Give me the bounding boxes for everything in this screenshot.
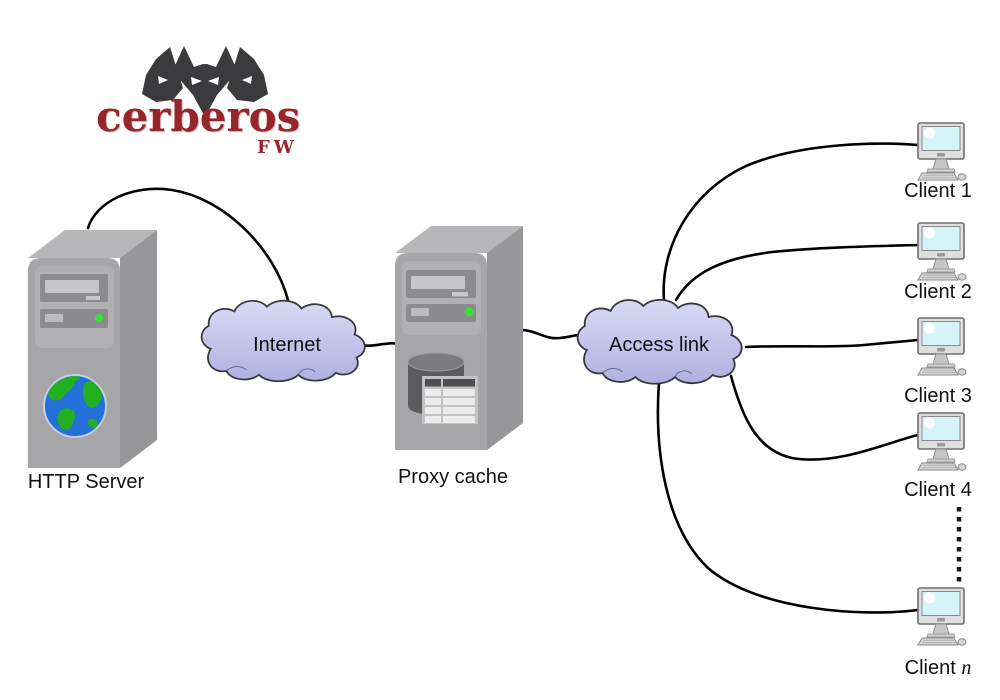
cd-drive-slot bbox=[411, 276, 465, 289]
link-accesslink-clientn bbox=[656, 380, 920, 614]
client-4-label: Client 4 bbox=[904, 479, 972, 501]
floppy-slot bbox=[411, 308, 429, 316]
access-link-cloud-icon bbox=[576, 298, 743, 385]
access-link-cloud-label: Access link bbox=[608, 334, 710, 356]
client-n-computer-icon bbox=[917, 587, 967, 647]
cache-table-icon bbox=[422, 376, 478, 424]
cd-drive-button bbox=[86, 296, 100, 300]
logo-brand-text: cerberos bbox=[96, 92, 301, 141]
client-2-label: Client 2 bbox=[904, 281, 972, 303]
cd-drive-button bbox=[452, 292, 468, 297]
globe-icon bbox=[43, 374, 107, 438]
internet-cloud-icon bbox=[200, 299, 366, 383]
internet-cloud-label: Internet bbox=[253, 334, 321, 356]
server-top-face bbox=[28, 230, 157, 258]
floppy-bay bbox=[40, 309, 108, 328]
client-2-computer-icon bbox=[917, 222, 967, 282]
client-n-label: Client n bbox=[904, 657, 972, 679]
http-server-icon bbox=[28, 230, 157, 468]
link-httpserver-internet bbox=[86, 187, 290, 302]
floppy-slot bbox=[45, 314, 63, 322]
client-1-label: Client 1 bbox=[904, 180, 972, 202]
connection-lines bbox=[86, 142, 920, 614]
proxy-cache-label: Proxy cache bbox=[397, 466, 509, 488]
link-accesslink-client1 bbox=[662, 142, 920, 302]
link-accesslink-client2 bbox=[674, 243, 920, 302]
server-top-face bbox=[395, 226, 523, 253]
server-side-face bbox=[120, 230, 157, 468]
power-led bbox=[464, 307, 474, 317]
client-3-computer-icon bbox=[917, 317, 967, 377]
http-server-label: HTTP Server bbox=[27, 471, 145, 493]
cd-drive-slot bbox=[45, 280, 99, 293]
client-1-computer-icon bbox=[917, 122, 967, 181]
proxy-cache-icon bbox=[395, 226, 523, 450]
three-headed-dog-icon bbox=[142, 46, 268, 117]
logo-subtitle-text: FW bbox=[257, 137, 298, 158]
client-3-label: Client 3 bbox=[904, 385, 972, 407]
power-led bbox=[94, 313, 104, 323]
link-accesslink-client3 bbox=[744, 338, 920, 349]
client-4-computer-icon bbox=[917, 412, 967, 472]
link-accesslink-client4 bbox=[729, 374, 920, 461]
server-side-face bbox=[487, 226, 523, 450]
